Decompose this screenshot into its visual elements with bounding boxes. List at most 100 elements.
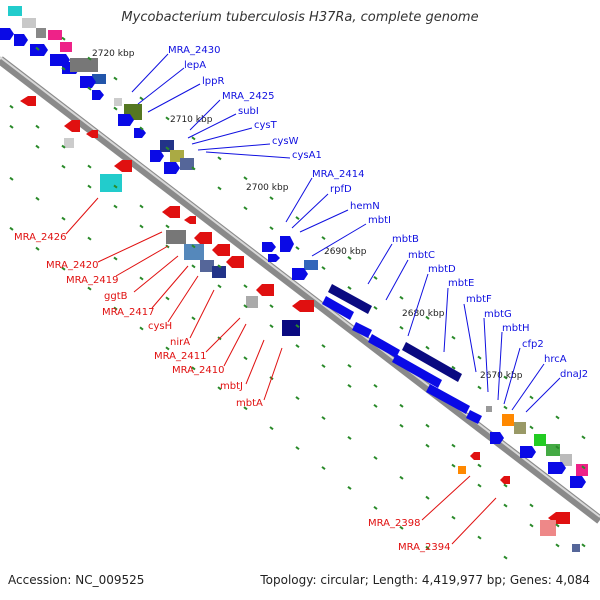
tick-mark [9,124,14,129]
tick-mark [243,176,248,181]
label-leader [385,259,409,301]
forward-gene-labels: MRA_2430 lepA lppR MRA_2425 subI cysT cy… [131,45,588,413]
tick-mark [35,246,40,251]
tick-mark [503,483,508,488]
gene-label: mbtA [236,398,263,409]
tick-mark [217,264,222,269]
gene-box [502,414,514,426]
label-leader [151,265,189,309]
tick-mark [295,216,300,221]
tick-mark [87,184,92,189]
gene-box [246,296,258,308]
gene-arrow [226,256,244,268]
tick-mark [321,266,326,270]
gene-arrow [548,462,566,474]
label-leader [421,475,471,521]
gene-box [92,74,106,84]
gene-label: cfp2 [522,339,544,350]
tick-mark [35,144,40,149]
gene-label: MRA_2419 [66,275,118,286]
label-leader [167,275,199,323]
gene-box [540,520,556,536]
tick-mark [477,535,482,540]
gene-box [514,422,526,434]
gene-box [70,58,98,72]
tick-mark [191,166,196,171]
gene-arrow [262,242,276,252]
gene-label: lppR [202,76,224,87]
tick-mark [295,344,300,349]
gene-label: mbtD [428,264,456,275]
tick-mark [555,543,560,548]
tick-mark [61,266,66,271]
tick-mark [139,204,144,209]
tick-mark [373,403,378,408]
tick-mark [503,405,508,410]
tick-mark [269,304,274,309]
gene-arrow [14,34,28,46]
tick-mark [321,236,326,240]
gene-arrow [570,476,586,488]
gene-box [22,18,36,28]
label-leader [311,223,367,257]
tick-mark [529,425,534,430]
tick-mark [399,295,404,300]
tick-mark [139,126,144,131]
label-leader [407,273,429,337]
gene-label: rpfD [330,184,352,195]
tick-mark [373,275,378,280]
tick-mark [295,246,300,251]
gene-arrow [30,44,48,56]
tick-mark [477,385,482,390]
label-leader [187,113,237,139]
tick-mark [35,46,40,51]
tick-mark [243,284,248,289]
gene-arrow [20,96,36,106]
tick-mark [243,304,248,309]
gene-box [8,6,22,16]
gene-box [48,30,62,40]
tick-mark [269,324,274,329]
gene-label: dnaJ2 [560,369,588,380]
tick-mark [321,466,326,470]
gene-arrow [162,206,180,218]
gene-box [166,230,186,244]
gene-arrow [426,384,470,414]
gene-box [534,434,546,446]
gene-arrow [86,130,98,138]
tick-mark [555,445,560,450]
kbp-marker: 2720 kbp [92,49,135,59]
gene-box [180,158,194,170]
tick-marks [9,36,586,560]
gene-label: cysH [148,321,172,332]
label-leader [131,53,169,93]
label-leader [511,363,545,411]
tick-mark [425,495,430,500]
forward-strand-features [0,6,588,488]
gene-box [546,444,560,456]
gene-label: MRA_2414 [312,169,364,180]
gene-arrow [352,322,372,338]
tick-mark [295,324,300,329]
gene-label: MRA_2430 [168,45,220,56]
label-leader [223,323,247,367]
tick-mark [399,403,404,408]
gene-arrow [118,114,134,126]
gene-box [100,174,122,192]
label-leader [137,67,185,105]
tick-mark [321,416,326,420]
tick-mark [373,305,378,310]
label-leader [115,245,169,277]
label-leader [525,377,561,413]
tick-mark [87,286,92,291]
tick-mark [373,383,378,388]
tick-mark [35,196,40,201]
gene-label: MRA_2417 [102,307,154,318]
tick-mark [321,364,326,368]
tick-mark [347,436,352,440]
tick-mark [451,443,456,448]
gene-box [304,260,318,270]
tick-mark [243,406,248,411]
tick-mark [243,206,248,211]
gene-arrow [402,342,462,382]
